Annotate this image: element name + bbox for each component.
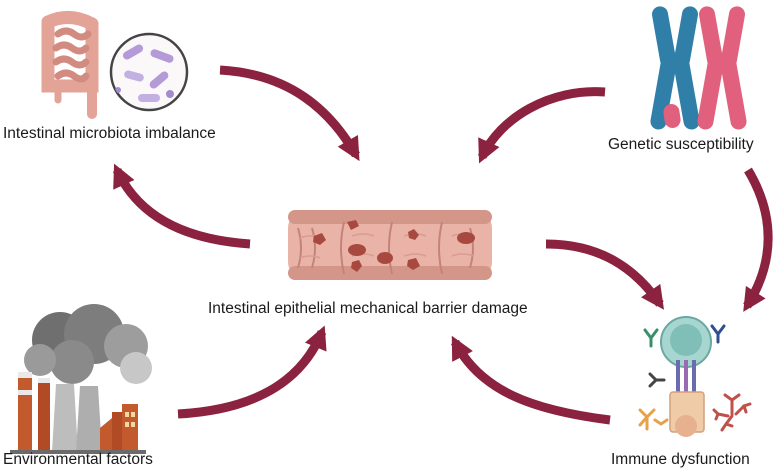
- chromosome-icon: [650, 6, 747, 130]
- node-label-immune: Immune dysfunction: [611, 451, 750, 468]
- node-label-genetic: Genetic susceptibility: [608, 136, 754, 153]
- damaged-intestine-segment-icon: [288, 210, 492, 280]
- arrow-genetic-to-immune: [743, 167, 773, 312]
- node-label-barrier: Intestinal epithelial mechanical barrier…: [208, 300, 528, 317]
- arrow-barrier-to-microbiota: [112, 163, 251, 249]
- arrow-barrier-to-immune: [545, 239, 665, 310]
- factory-smoke-icon: [10, 304, 152, 454]
- arrow-microbiota-to-barrier: [219, 65, 360, 162]
- arrow-genetic-to-barrier: [477, 87, 606, 164]
- node-label-microbiota: Intestinal microbiota imbalance: [3, 125, 216, 142]
- intestine-bacteria-icon: [41, 11, 189, 119]
- arrow-environment-to-barrier: [177, 325, 327, 419]
- arrow-immune-to-barrier: [451, 335, 611, 425]
- immune-cell-antibody-icon: [638, 316, 752, 437]
- node-label-environment: Environmental factors: [3, 451, 153, 468]
